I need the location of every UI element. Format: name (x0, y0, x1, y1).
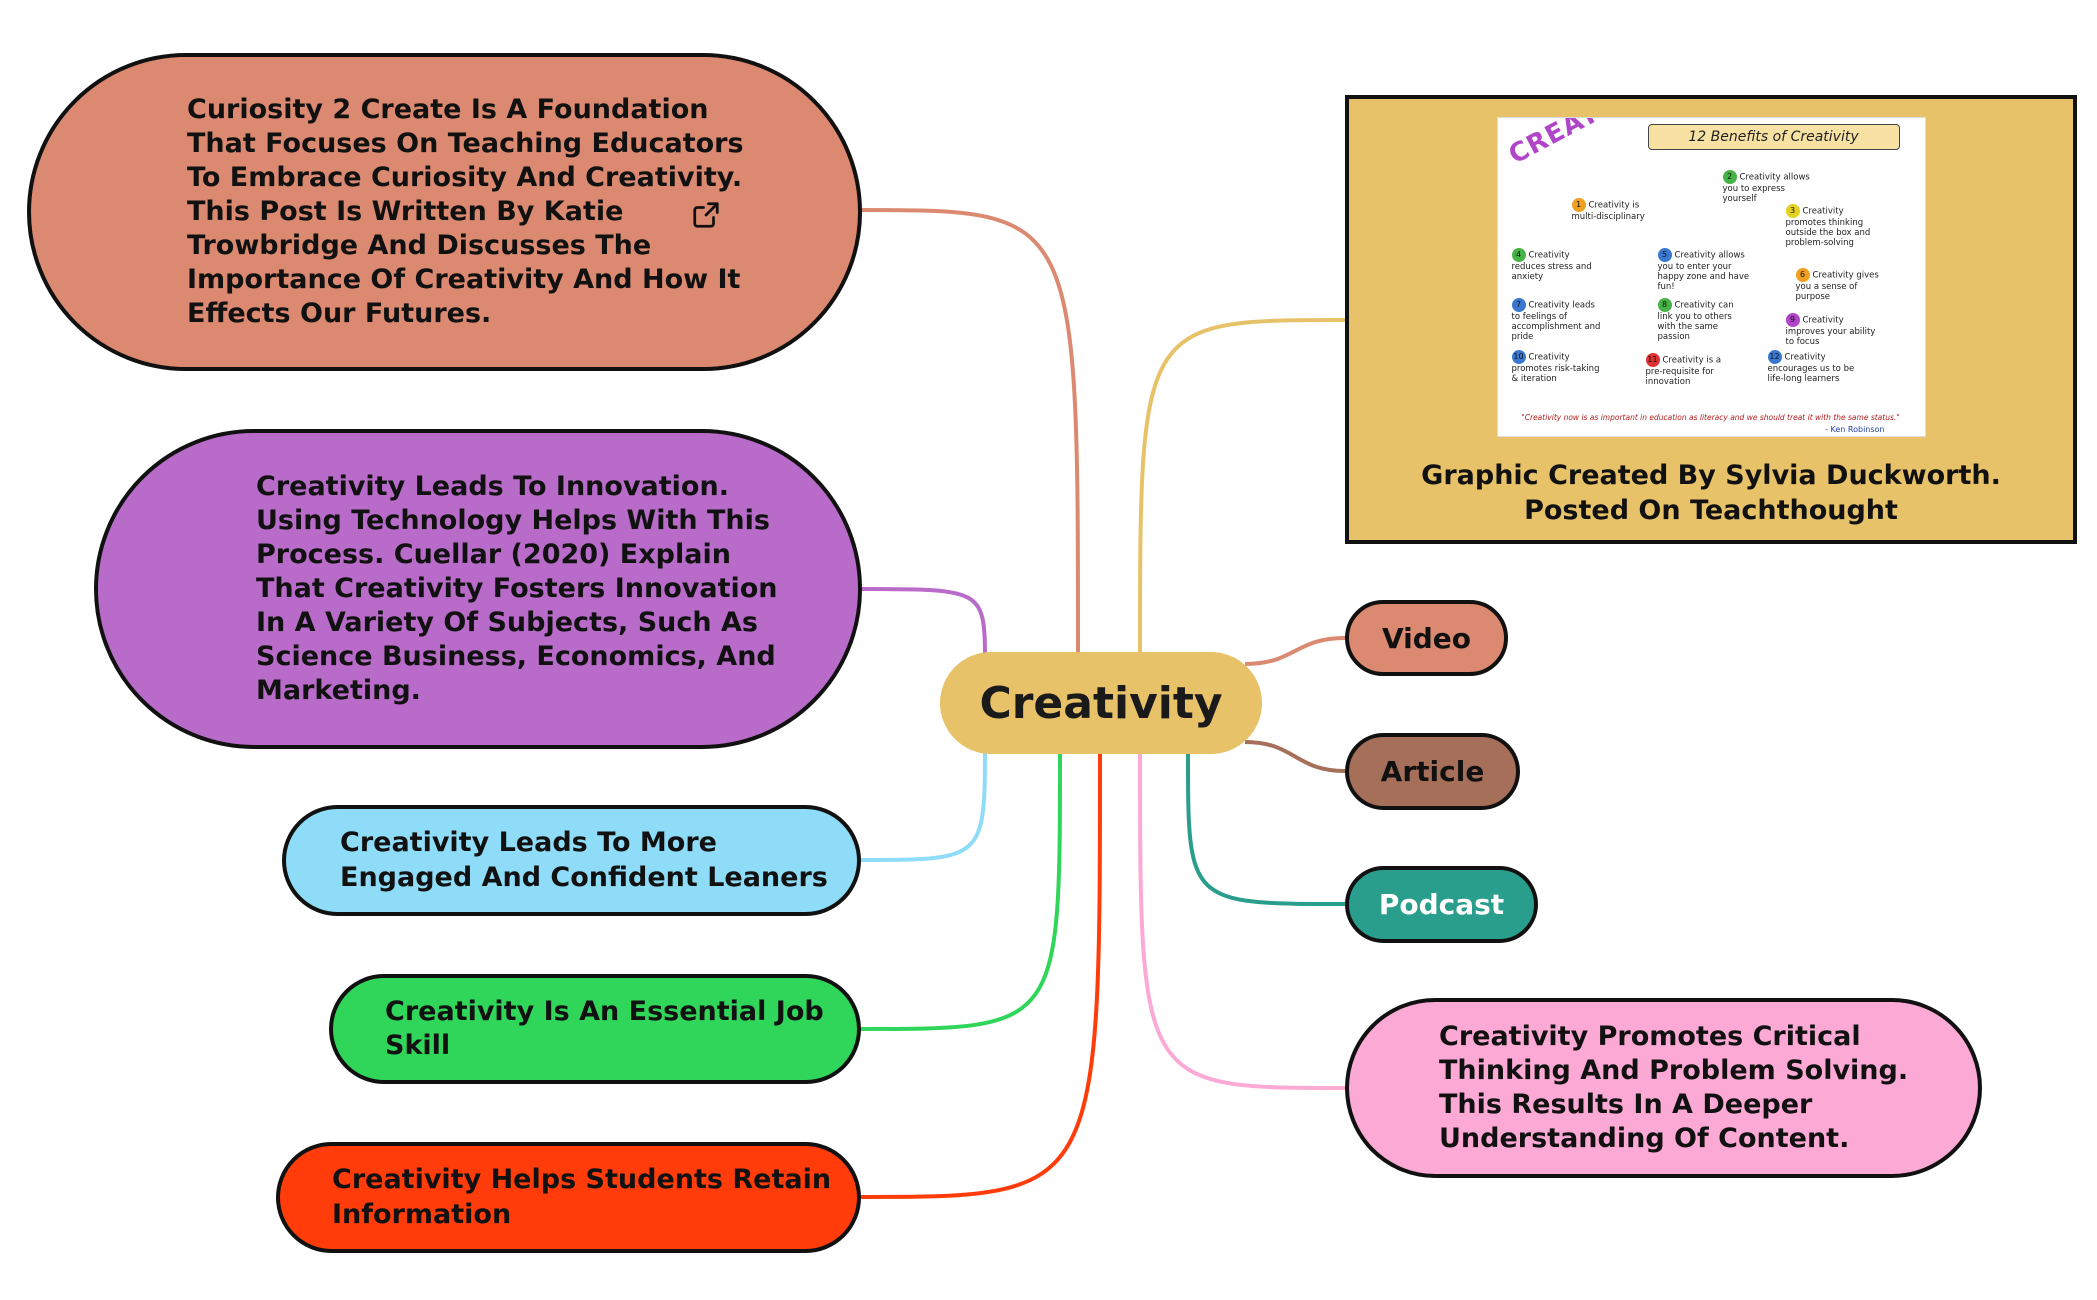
topic-graphic[interactable]: CREATIVITY 12 Benefits of Creativity 1Cr… (1345, 95, 2077, 544)
infographic-item-text: Creativity encourages us to be life-long… (1767, 352, 1855, 385)
topic-innovation[interactable]: Creativity Leads To Innovation. Using Te… (94, 429, 862, 749)
infographic-item-text: Creativity is a pre-requisite for innova… (1645, 355, 1722, 388)
topic-label: Video (1381, 621, 1472, 655)
topic-text: Creativity Leads To Innovation. Using Te… (256, 470, 778, 707)
infographic-item-badge: 3 (1785, 204, 1800, 218)
infographic-item-text: Creativity leads to feelings of accompli… (1511, 300, 1601, 343)
infographic-item-badge: 6 (1795, 268, 1810, 282)
infographic-item-text: Creativity is multi-disciplinary (1571, 200, 1645, 222)
connector-jobskill (860, 753, 1062, 1031)
infographic-item-badge: 12 (1767, 350, 1782, 364)
infographic-item-badge: 4 (1511, 248, 1526, 262)
infographic-item-badge: 2 (1722, 170, 1737, 184)
infographic-item-badge: 5 (1657, 248, 1672, 262)
central-topic[interactable]: Creativity (940, 652, 1262, 754)
infographic-item-text: Creativity can link you to others with t… (1657, 300, 1734, 343)
infographic-item-text: Creativity gives you a sense of purpose (1795, 270, 1879, 303)
infographic-item-badge: 7 (1511, 298, 1526, 312)
infographic-item-text: Creativity promotes thinking outside the… (1785, 206, 1871, 249)
infographic-item-badge: 11 (1645, 353, 1660, 367)
infographic-quote: "Creativity now is as important in educa… (1521, 413, 1900, 422)
connector-podcast (1186, 753, 1346, 906)
infographic-item-text: Creativity allows you to express yoursel… (1722, 172, 1810, 205)
connector-curiosity (861, 208, 1080, 655)
topic-critical-thinking[interactable]: Creativity Promotes Critical Thinking An… (1345, 998, 1982, 1178)
infographic-item-text: Creativity promotes risk-taking & iterat… (1511, 352, 1600, 385)
topic-video[interactable]: Video (1345, 600, 1508, 676)
infographic-item-text: Creativity reduces stress and anxiety (1511, 250, 1592, 283)
central-topic-label: Creativity (979, 677, 1223, 729)
topic-podcast[interactable]: Podcast (1345, 866, 1538, 943)
infographic-item-text: Creativity improves your ability to focu… (1785, 315, 1876, 348)
infographic-author: - Ken Robinson (1825, 425, 1885, 434)
connector-retain (860, 753, 1102, 1199)
topic-text: Creativity Helps Students Retain Informa… (332, 1164, 832, 1230)
infographic-item-badge: 8 (1657, 298, 1672, 312)
topic-job-skill[interactable]: Creativity Is An Essential Job Skill (329, 974, 861, 1084)
connector-article (1244, 740, 1346, 773)
connector-innovation (861, 587, 987, 667)
infographic-item-text: Creativity allows you to enter your happ… (1657, 250, 1750, 293)
infographic-title: 12 Benefits of Creativity (1647, 124, 1900, 150)
topic-text: Curiosity 2 Create Is A Foundation That … (187, 93, 744, 330)
infographic-item-badge: 9 (1785, 313, 1800, 327)
external-link-icon[interactable] (691, 200, 721, 230)
topic-text: Creativity Is An Essential Job Skill (385, 995, 824, 1061)
connector-video (1244, 636, 1346, 666)
topic-article[interactable]: Article (1345, 733, 1520, 810)
topic-label: Article (1380, 755, 1485, 788)
connector-graphic (1138, 318, 1346, 655)
infographic-item-badge: 10 (1511, 350, 1526, 364)
graphic-caption: Graphic Created By Sylvia Duckworth. Pos… (1421, 460, 2001, 526)
infographic-image[interactable]: CREATIVITY 12 Benefits of Creativity 1Cr… (1496, 117, 1926, 437)
connector-critical (1138, 753, 1346, 1090)
topic-label: Podcast (1378, 888, 1505, 921)
connector-engaged (860, 741, 987, 862)
topic-text: Creativity Leads To More Engaged And Con… (340, 827, 828, 893)
topic-curiosity-2-create[interactable]: Curiosity 2 Create Is A Foundation That … (27, 53, 862, 371)
topic-text: Creativity Promotes Critical Thinking An… (1439, 1020, 1909, 1155)
topic-engaged-learners[interactable]: Creativity Leads To More Engaged And Con… (282, 805, 861, 916)
topic-retain-information[interactable]: Creativity Helps Students Retain Informa… (276, 1142, 861, 1253)
infographic-item-badge: 1 (1571, 198, 1586, 212)
